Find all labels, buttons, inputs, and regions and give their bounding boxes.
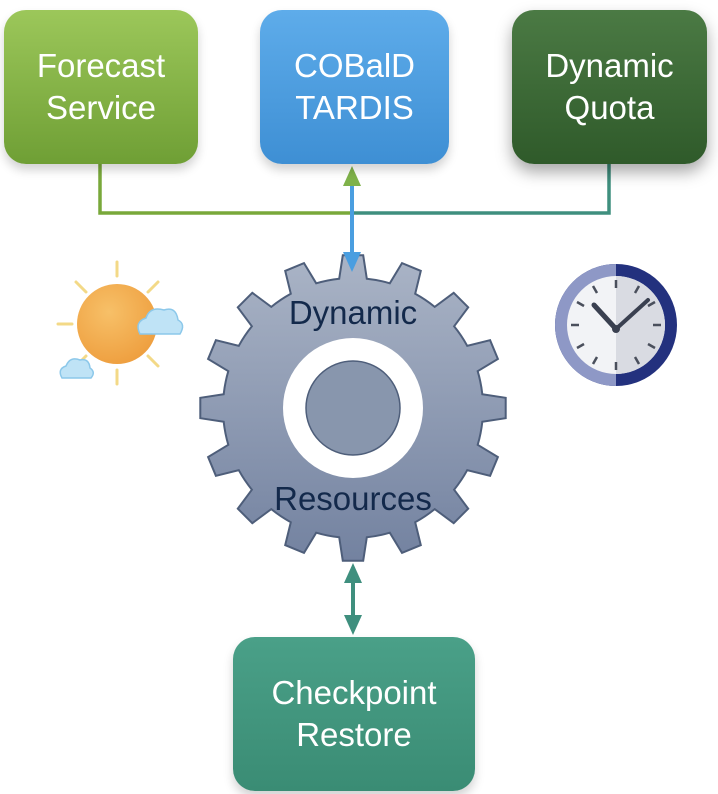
sun-with-clouds-icon	[56, 260, 184, 386]
checkpoint-restore-label-line2: Restore	[296, 716, 412, 753]
gear-checkpoint-arrow	[344, 563, 362, 635]
forecast-service-box: Forecast Service	[4, 10, 198, 164]
cobald-tardis-box: COBalD TARDIS	[260, 10, 449, 164]
gear-label-bottom: Resources	[274, 480, 432, 517]
checkpoint-restore-label-line1: Checkpoint	[271, 674, 437, 711]
cobald-tardis-label-line2: TARDIS	[295, 89, 414, 126]
gear-icon	[199, 254, 507, 562]
tardis-gear-arrow	[343, 166, 361, 272]
checkpoint-restore-box: Checkpoint Restore	[233, 637, 475, 791]
dynamic-quota-label-line2: Quota	[564, 89, 655, 126]
clock-icon	[555, 264, 677, 386]
forecast-connector	[98, 164, 352, 215]
quota-connector	[352, 164, 611, 215]
dynamic-quota-label-line1: Dynamic	[545, 47, 674, 84]
forecast-service-label-line1: Forecast	[36, 47, 166, 84]
gear-label-top: Dynamic	[288, 294, 418, 331]
dynamic-quota-box: Dynamic Quota	[512, 10, 707, 164]
forecast-service-label-line2: Service	[45, 89, 157, 126]
cobald-tardis-label-line1: COBalD	[293, 47, 416, 84]
